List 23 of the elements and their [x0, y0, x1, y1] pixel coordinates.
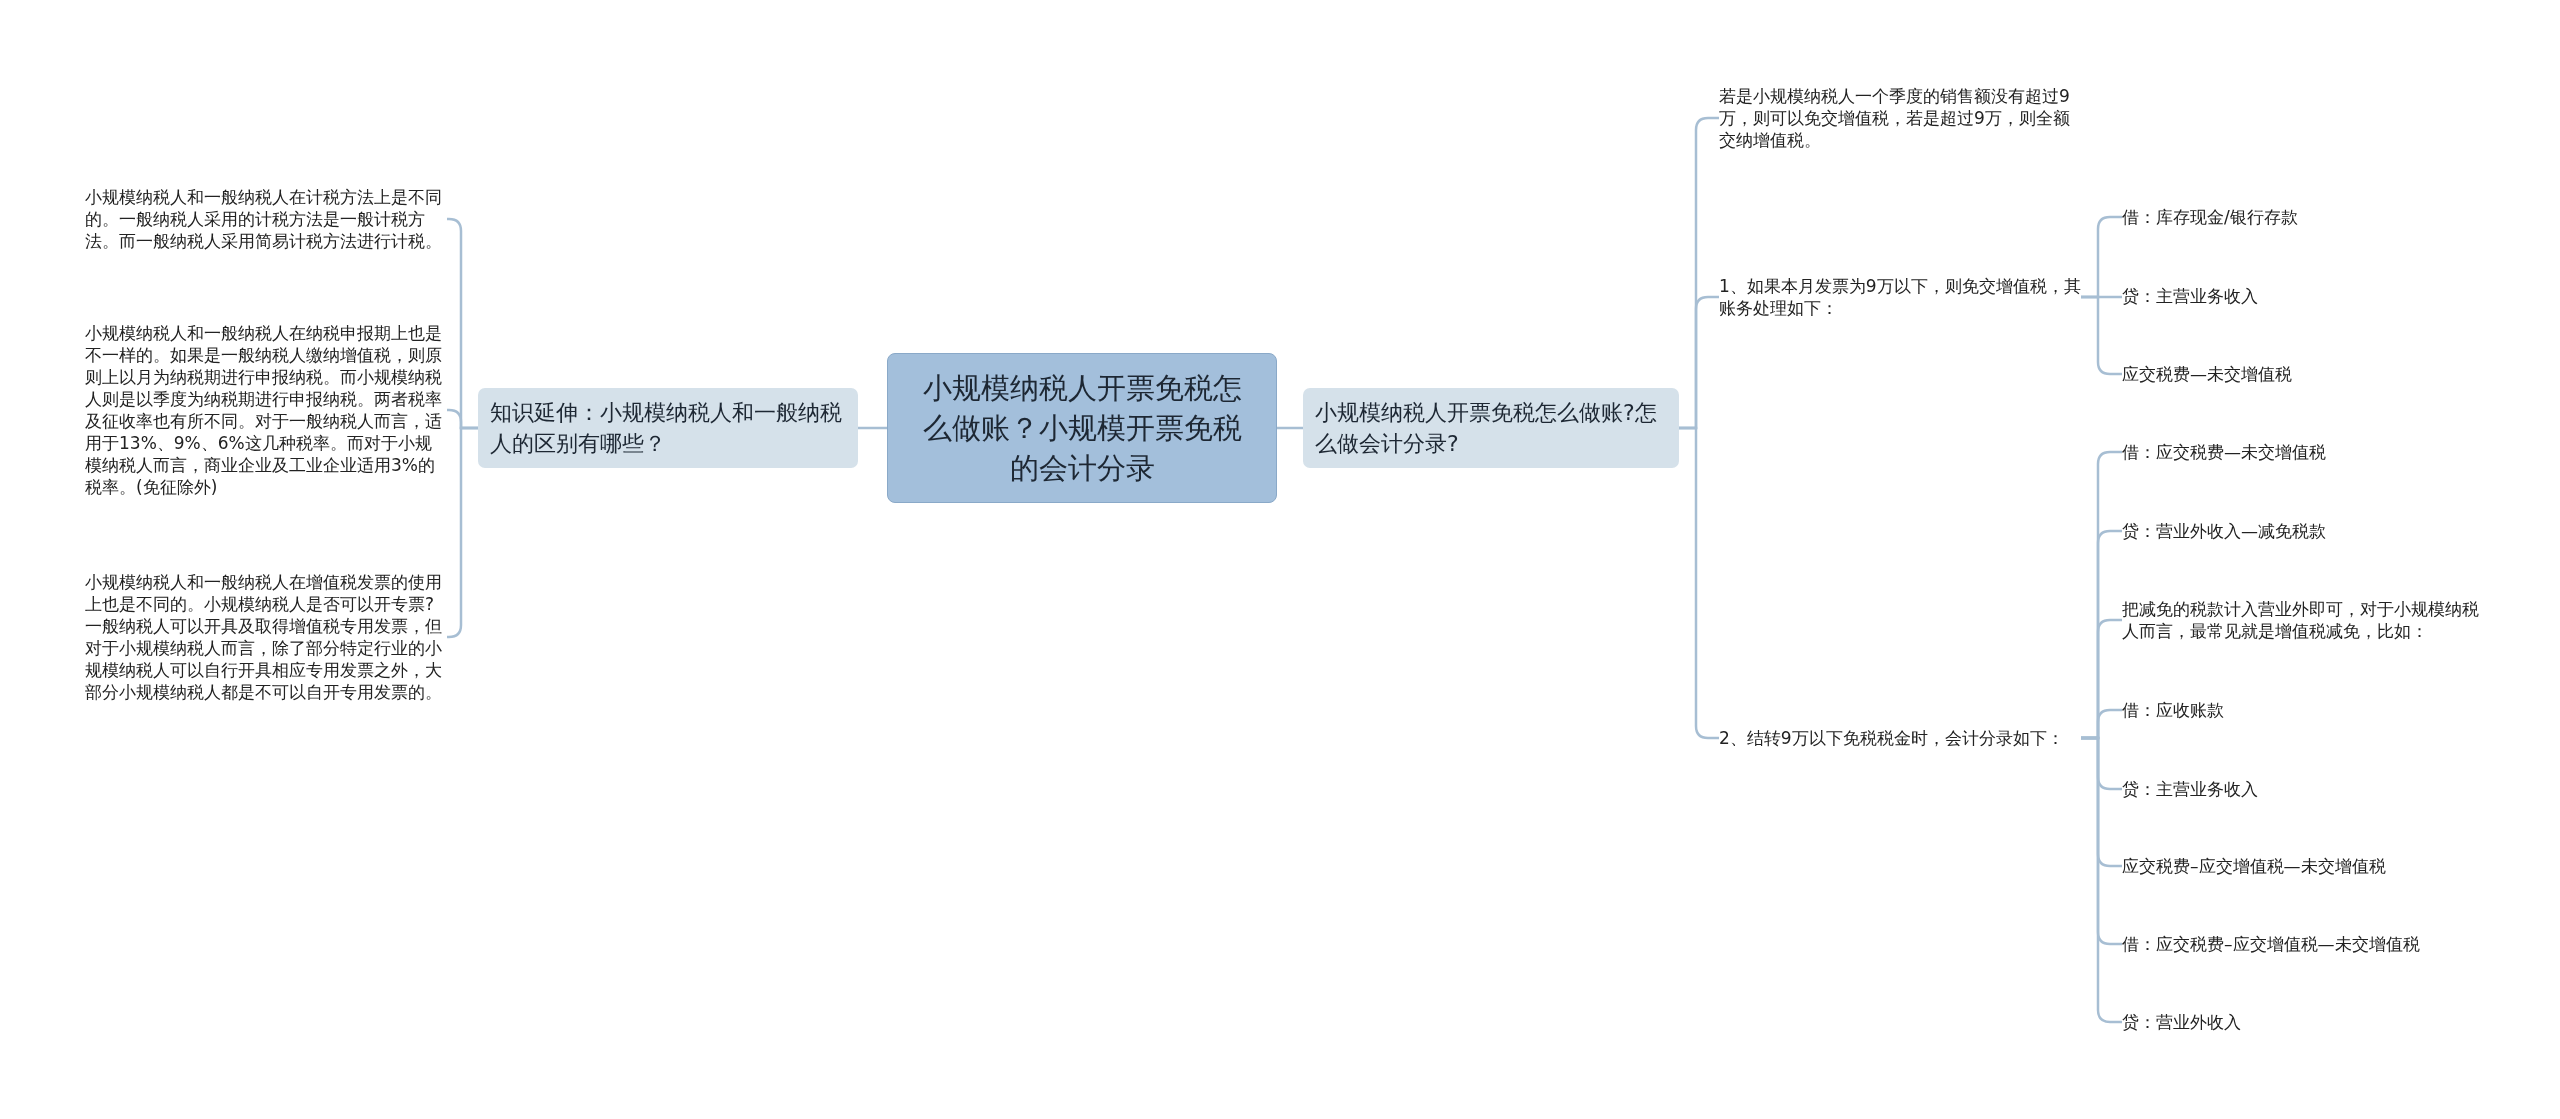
note-text: 应交税费—未交增值税 [2122, 363, 2522, 385]
note-text: 小规模纳税人和一般纳税人在增值税发票的使用上也是不同的。小规模纳税人是否可以开专票?一般纳税人可以开具及取得增值税专用发票，但对于小规模纳税人而言，除了部分特定行业的小规模纳税人可以自行开具相应专用发票之外，大部分小规模纳税人都是不可以自开专用发票的。 [85, 571, 447, 703]
note-text: 贷：营业外收入 [2122, 1011, 2522, 1033]
note-text: 把减免的税款计入营业外即可，对于小规模纳税人而言，最常见就是增值税减免，比如： [2122, 598, 2484, 642]
note-text: 小规模纳税人和一般纳税人在计税方法上是不同的。一般纳税人采用的计税方法是一般计税方法。而一般纳税人采用简易计税方法进行计税。 [85, 186, 447, 252]
note-text: 借：应交税费—未交增值税 [2122, 441, 2522, 463]
topic-box: 小规模纳税人开票免税怎么做账?怎么做会计分录? [1303, 388, 1679, 468]
note-text: 贷：营业外收入—减免税款 [2122, 520, 2522, 542]
note-text: 贷：主营业务收入 [2122, 285, 2522, 307]
note-text: 小规模纳税人和一般纳税人在纳税申报期上也是不一样的。如果是一般纳税人缴纳增值税，则原则上以月为纳税期进行申报纳税。而小规模纳税人则是以季度为纳税期进行申报纳税。两者税率及征收率也有所不同。对于一般纳税人而言，适用于13%、9%、6%这几种税率。而对于小规模纳税人而言，商业企业及工业企业适用3%的税率。(免征除外) [85, 322, 447, 498]
topic-box: 知识延伸：小规模纳税人和一般纳税人的区别有哪些？ [478, 388, 858, 468]
note-text: 1、如果本月发票为9万以下，则免交增值税，其账务处理如下： [1719, 275, 2081, 319]
note-text: 2、结转9万以下免税税金时，会计分录如下： [1719, 727, 2081, 749]
note-text: 借：库存现金/银行存款 [2122, 206, 2522, 228]
note-text: 贷：主营业务收入 [2122, 778, 2522, 800]
connector-line [447, 426, 478, 639]
note-text: 借：应交税费–应交增值税—未交增值税 [2122, 933, 2522, 955]
note-text: 应交税费–应交增值税—未交增值税 [2122, 855, 2522, 877]
note-text: 借：应收账款 [2122, 699, 2522, 721]
central-topic-box: 小规模纳税人开票免税怎么做账？小规模开票免税的会计分录 [887, 353, 1277, 503]
connector-line [1277, 426, 1303, 430]
note-text: 若是小规模纳税人一个季度的销售额没有超过9万，则可以免交增值税，若是超过9万，则全额交纳增值税。 [1719, 85, 2081, 151]
connector-line [858, 426, 887, 430]
